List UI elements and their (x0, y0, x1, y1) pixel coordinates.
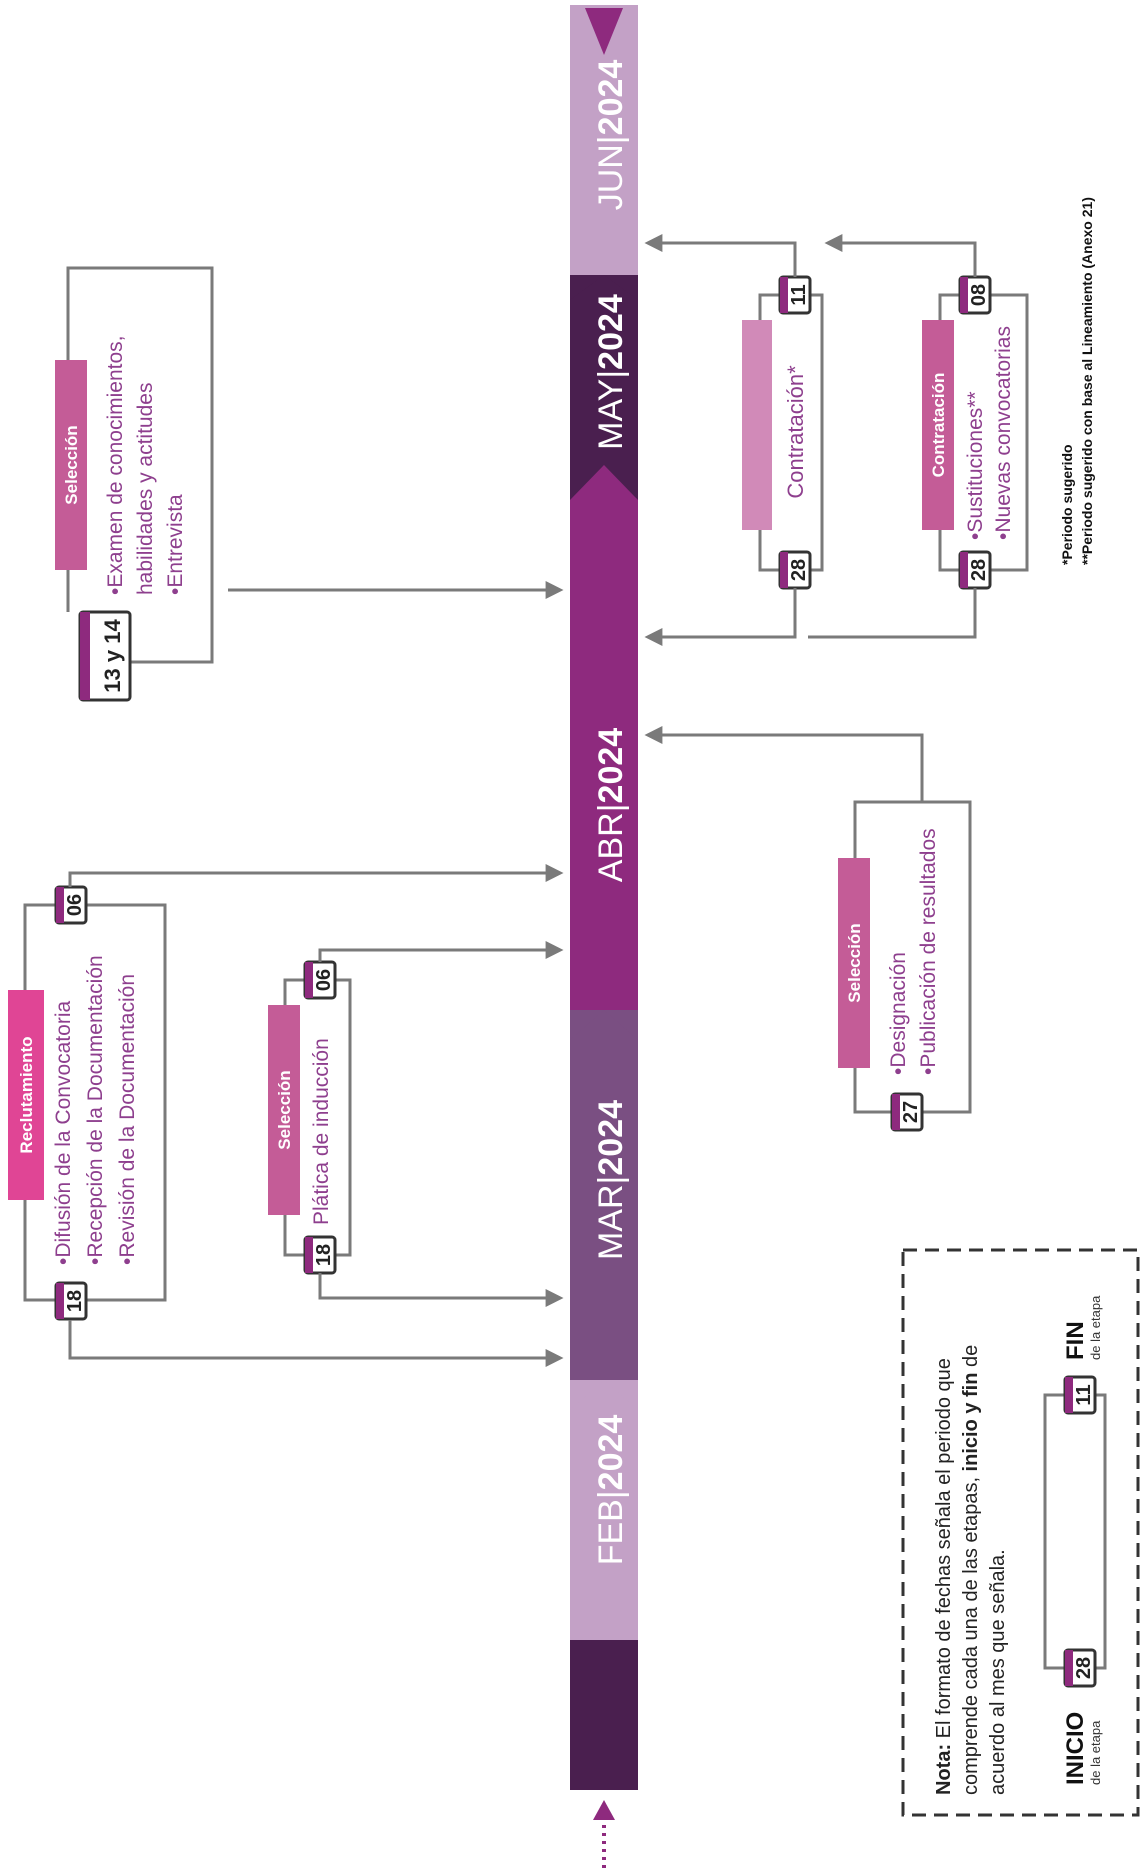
note-line-1: El formato de fechas señala el periodo q… (933, 1358, 955, 1738)
calendar-icon: 11 (1063, 1375, 1097, 1415)
month-abbr: FEB (592, 1499, 630, 1565)
note-line-2: comprende cada una de las etapas, (960, 1477, 982, 1795)
calendar-icon: 13 y 14 (78, 610, 132, 702)
calendar-icon: 11 (778, 275, 812, 315)
start-date: 28 (788, 559, 810, 581)
stage-tag: Contratación* (783, 365, 808, 499)
svg-text:FEB|2024: FEB|2024 (592, 1415, 630, 1566)
month-label-mar: MAR|2024 (592, 1100, 630, 1260)
stage-item: •Entrevista (164, 494, 187, 595)
calendar-icon: 06 (54, 885, 88, 925)
start-date: 18 (64, 1290, 86, 1312)
stage-contratacion-sustituciones: Contratación •Sustituciones** •Nuevas co… (808, 234, 1029, 639)
stage-item: Plática de inducción (310, 1038, 333, 1225)
stage-seleccion-platica: Selección Plática de inducción 18 06 (268, 941, 564, 1307)
footnote-1: *Periodo sugerido (1059, 444, 1075, 565)
month-year: 2024 (592, 1415, 630, 1491)
stage-item: •Examen de conocimientos, (104, 336, 127, 596)
stage-tag: Selección (275, 1070, 294, 1149)
note-inline-after: de (960, 1345, 982, 1367)
calendar-icon: 28 (1063, 1648, 1097, 1688)
timeline-bar (570, 5, 638, 1868)
note-bold: Nota: (933, 1744, 955, 1795)
svg-text:JUN|2024: JUN|2024 (592, 60, 630, 211)
stage-tag: Reclutamiento (17, 1036, 36, 1153)
month-year: 2024 (592, 1100, 630, 1176)
stage-item: •Sustituciones** (964, 391, 987, 540)
note-line-3: acuerdo al mes que señala. (987, 1549, 1009, 1795)
calendar-icon: 18 (303, 1235, 337, 1275)
stage-seleccion-examen: Selección •Examen de conocimientos, habi… (55, 266, 564, 702)
stage-seleccion-designacion: Selección •Designación •Publicación de r… (644, 726, 972, 1132)
month-year: 2024 (592, 728, 630, 804)
start-date: 28 (968, 559, 990, 581)
month-abbr: ABR (592, 812, 630, 882)
stage-contratacion: Contratación* 28 11 (644, 234, 824, 646)
stage-item: •Difusión de la Convocatoria (52, 1001, 75, 1265)
calendar-icon: 06 (303, 960, 337, 1000)
month-label-jun: JUN|2024 (592, 60, 630, 211)
event-date: 13 y 14 (100, 619, 125, 693)
calendar-icon: 27 (890, 1092, 924, 1132)
stage-item: •Nuevas convocatorias (992, 326, 1015, 540)
note-inline-bold: inicio y fin (960, 1373, 982, 1472)
stage-item: •Publicación de resultados (917, 828, 940, 1075)
example-end-date: 11 (1073, 1384, 1095, 1405)
inicio-sub-label: de la etapa (1088, 1720, 1103, 1785)
calendar-icon: 28 (958, 550, 992, 590)
stage-item: habilidades y actitudes (134, 383, 157, 595)
footnotes: *Periodo sugerido **Periodo sugerido con… (1059, 197, 1095, 565)
svg-text:ABR|2024: ABR|2024 (592, 728, 630, 882)
end-date: 08 (968, 284, 990, 306)
stage-item: •Revisión de la Documentación (116, 974, 139, 1265)
month-label-abr: ABR|2024 (592, 728, 630, 882)
stage-tag: Contratación (929, 373, 948, 478)
month-year: 2024 (592, 60, 630, 136)
start-date: 18 (313, 1244, 335, 1266)
end-date: 06 (313, 969, 335, 991)
svg-text:MAY|2024: MAY|2024 (592, 294, 630, 450)
month-abbr: MAR (592, 1184, 630, 1260)
end-date: 06 (64, 894, 86, 916)
month-abbr: MAY (592, 379, 630, 450)
stage-reclutamiento: Reclutamiento •Difusión de la Convocator… (8, 864, 564, 1367)
calendar-icon: 08 (958, 275, 992, 315)
month-year: 2024 (592, 294, 630, 370)
start-date: 27 (900, 1101, 922, 1123)
stage-tag: Selección (62, 425, 81, 504)
stage-item: •Designación (887, 952, 910, 1075)
fin-label: FIN (1062, 1321, 1089, 1360)
month-abbr: JUN (592, 144, 630, 210)
end-date: 11 (788, 284, 810, 305)
footnote-2: **Periodo sugerido con base al Lineamien… (1079, 197, 1095, 565)
fin-sub-label: de la etapa (1088, 1295, 1103, 1360)
month-label-may: MAY|2024 (592, 294, 630, 450)
inicio-label: INICIO (1062, 1712, 1089, 1785)
calendar-icon: 28 (778, 550, 812, 590)
svg-text:MAR|2024: MAR|2024 (592, 1100, 630, 1260)
month-label-feb: FEB|2024 (592, 1415, 630, 1566)
stage-tag: Selección (845, 923, 864, 1002)
svg-text:Nota: El formato de fechas señ: Nota: El formato de fechas señala el per… (933, 1358, 955, 1795)
example-start-date: 28 (1073, 1657, 1095, 1679)
svg-text:comprende cada una de las etap: comprende cada una de las etapas, inicio… (960, 1345, 982, 1795)
note-box: Nota: El formato de fechas señala el per… (901, 1248, 1140, 1817)
calendar-icon: 18 (54, 1281, 88, 1321)
stage-item: •Recepción de la Documentación (84, 955, 107, 1265)
